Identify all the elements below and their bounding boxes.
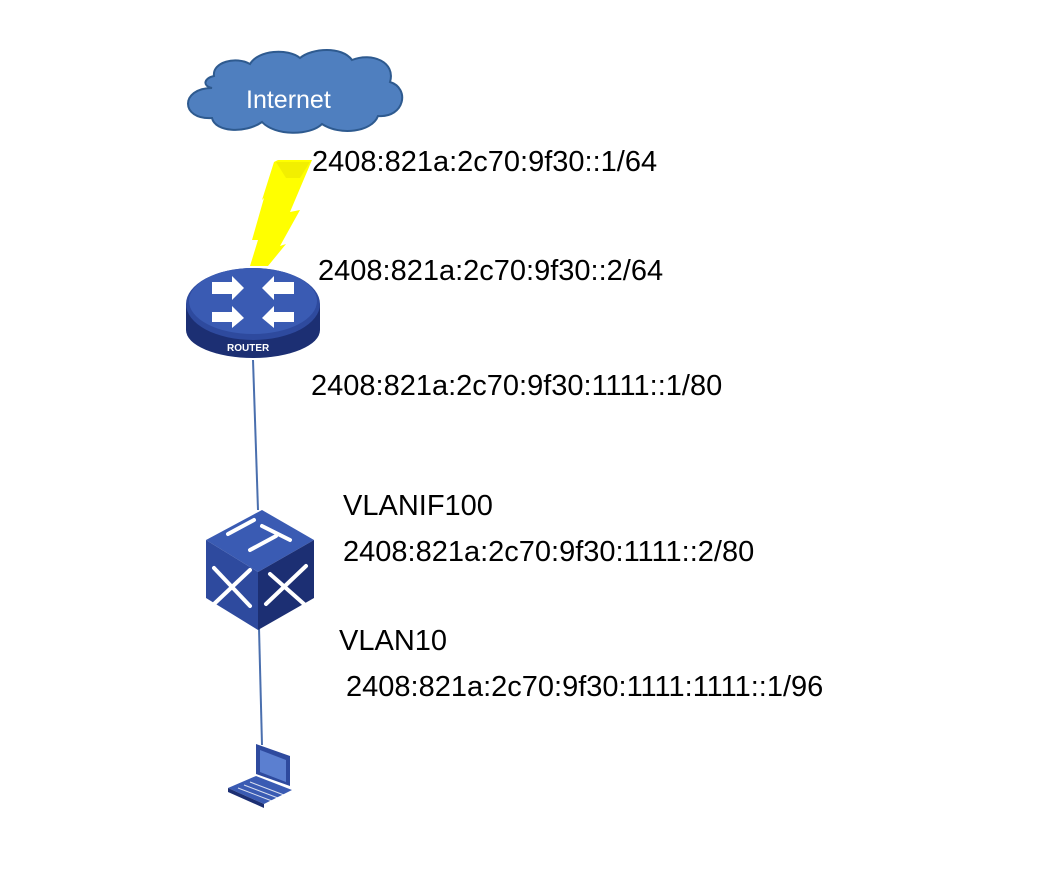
internet-side-ip-label: 2408:821a:2c70:9f30::1/64 [312, 146, 658, 178]
router-lan-ip-label: 2408:821a:2c70:9f30:1111::1/80 [311, 370, 723, 402]
vlanif-name-label: VLANIF100 [343, 490, 493, 522]
router-caption: ROUTER [227, 343, 270, 354]
switch-laptop-link [258, 627, 263, 746]
router-wan-ip-label: 2408:821a:2c70:9f30::2/64 [318, 255, 664, 287]
vlanif-ip-label: 2408:821a:2c70:9f30:1111::2/80 [343, 536, 755, 568]
internet-label: Internet [246, 86, 331, 114]
vlan-name-label: VLAN10 [339, 625, 448, 657]
vlan-ip-label: 2408:821a:2c70:9f30:1111:1111::1/96 [346, 671, 824, 703]
laptop-icon [228, 744, 292, 808]
cloud-icon [187, 49, 404, 134]
router-switch-link [252, 359, 259, 511]
router-icon [186, 268, 320, 358]
layer3-switch-icon [206, 510, 314, 630]
lightning-link-icon [250, 160, 312, 266]
